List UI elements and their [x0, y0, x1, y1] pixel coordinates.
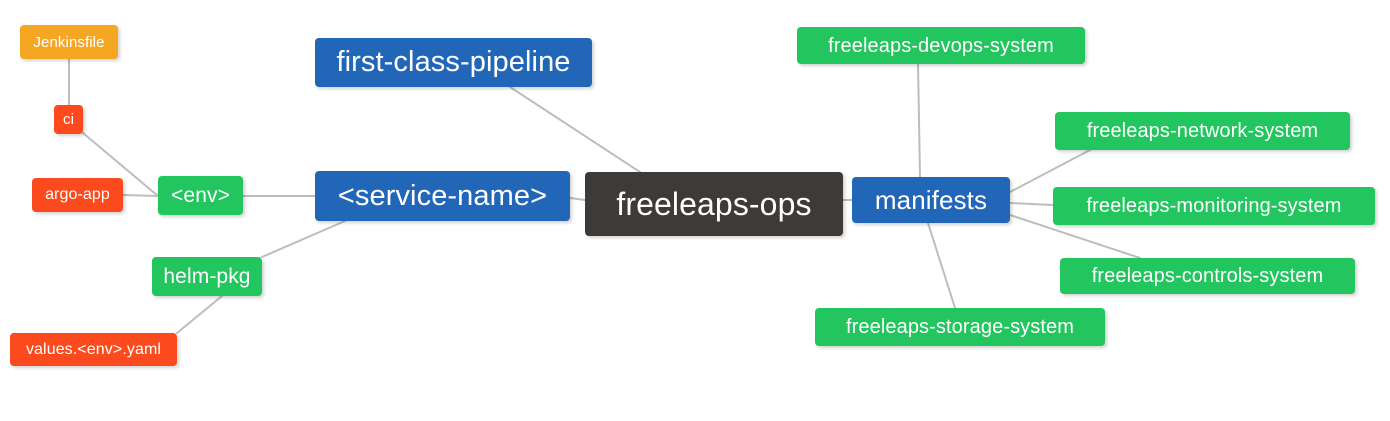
node-label-freeleaps-ops: freeleaps-ops [616, 186, 812, 222]
node-freeleaps-controls-system[interactable]: freeleaps-controls-system [1060, 258, 1355, 294]
node-argo-app[interactable]: argo-app [32, 178, 123, 212]
node-label-service-name: <service-name> [337, 179, 548, 212]
node-label-first-class-pipeline: first-class-pipeline [336, 46, 571, 78]
node-label-freeleaps-storage-system: freeleaps-storage-system [845, 316, 1075, 338]
node-freeleaps-storage-system[interactable]: freeleaps-storage-system [815, 308, 1105, 346]
node-label-jenkinsfile: Jenkinsfile [33, 33, 105, 51]
edge-manifests-monitoring [1009, 202, 1054, 206]
edge-manifests-storage [927, 222, 956, 309]
node-label-ci: ci [62, 111, 75, 128]
node-label-freeleaps-devops-system: freeleaps-devops-system [828, 34, 1054, 57]
edge-argoapp-env [122, 194, 159, 197]
node-helm-pkg[interactable]: helm-pkg [152, 257, 262, 296]
node-freeleaps-devops-system[interactable]: freeleaps-devops-system [797, 27, 1085, 64]
node-ci[interactable]: ci [54, 105, 83, 134]
edge-manifests-devops [917, 63, 921, 178]
edge-values-helmpkg [176, 295, 223, 334]
node-label-argo-app: argo-app [45, 186, 110, 203]
node-label-values-yaml: values.<env>.yaml [25, 340, 162, 358]
edge-pipeline-root [509, 86, 641, 173]
node-jenkinsfile[interactable]: Jenkinsfile [20, 25, 118, 59]
node-freeleaps-ops[interactable]: freeleaps-ops [585, 172, 843, 236]
node-label-helm-pkg: helm-pkg [163, 265, 251, 288]
edge-servicename-root [569, 197, 586, 201]
edge-helmpkg-servicename [261, 220, 346, 258]
node-label-manifests: manifests [874, 185, 988, 215]
node-label-freeleaps-monitoring-system: freeleaps-monitoring-system [1086, 195, 1342, 217]
node-label-freeleaps-network-system: freeleaps-network-system [1086, 120, 1319, 142]
node-values-yaml[interactable]: values.<env>.yaml [10, 333, 177, 366]
node-label-freeleaps-controls-system: freeleaps-controls-system [1091, 265, 1324, 287]
node-service-name[interactable]: <service-name> [315, 171, 570, 221]
node-manifests[interactable]: manifests [852, 177, 1010, 223]
node-freeleaps-monitoring-system[interactable]: freeleaps-monitoring-system [1053, 187, 1375, 225]
node-label-env: <env> [171, 184, 230, 207]
node-first-class-pipeline[interactable]: first-class-pipeline [315, 38, 592, 87]
edge-manifests-network [1009, 149, 1091, 193]
node-freeleaps-network-system[interactable]: freeleaps-network-system [1055, 112, 1350, 150]
node-env[interactable]: <env> [158, 176, 243, 215]
